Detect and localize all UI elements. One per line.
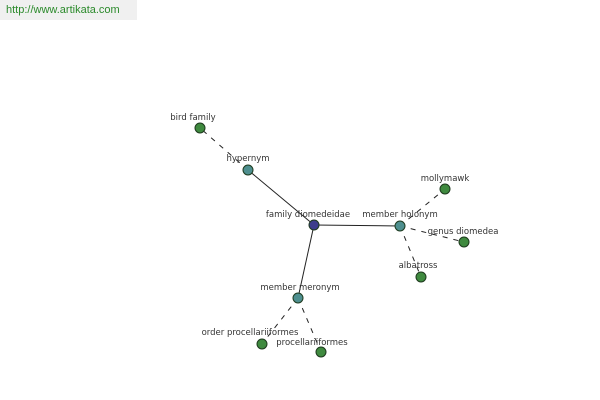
node-albatross[interactable] [415,271,427,283]
node-label-albatross[interactable]: albatross [399,261,438,271]
node-genusdiomedea[interactable] [458,236,470,248]
node-meronym[interactable] [292,292,304,304]
node-label-procellariiformes[interactable]: procellariiformes [276,338,348,348]
edge-meronym-procellariiformes [297,297,322,353]
node-center[interactable] [308,219,320,231]
node-orderproc[interactable] [256,338,268,350]
node-birdfamily[interactable] [194,122,206,134]
edge-holonym-mollymawk [399,188,446,227]
node-hypernym[interactable] [242,164,254,176]
node-mollymawk[interactable] [439,183,451,195]
site-url-link[interactable]: http://www.artikata.com [0,0,137,20]
edge-center-meronym [297,224,315,299]
node-procellariiformes[interactable] [315,346,327,358]
node-label-meronym[interactable]: member meronym [260,283,339,293]
edge-center-hypernym [247,169,315,226]
edge-holonym-albatross [399,225,422,278]
node-label-hypernym[interactable]: hypernym [226,154,269,164]
node-holonym[interactable] [394,220,406,232]
edge-center-holonym [313,224,401,227]
node-label-birdfamily[interactable]: bird family [170,113,215,123]
node-label-orderproc[interactable]: order procellariiformes [202,328,299,338]
node-label-holonym[interactable]: member holonym [362,210,437,220]
node-label-center[interactable]: family diomedeidae [266,210,350,220]
node-label-mollymawk[interactable]: mollymawk [421,174,470,184]
node-label-genusdiomedea[interactable]: genus diomedea [428,227,499,237]
edge-meronym-orderproc [261,297,299,345]
